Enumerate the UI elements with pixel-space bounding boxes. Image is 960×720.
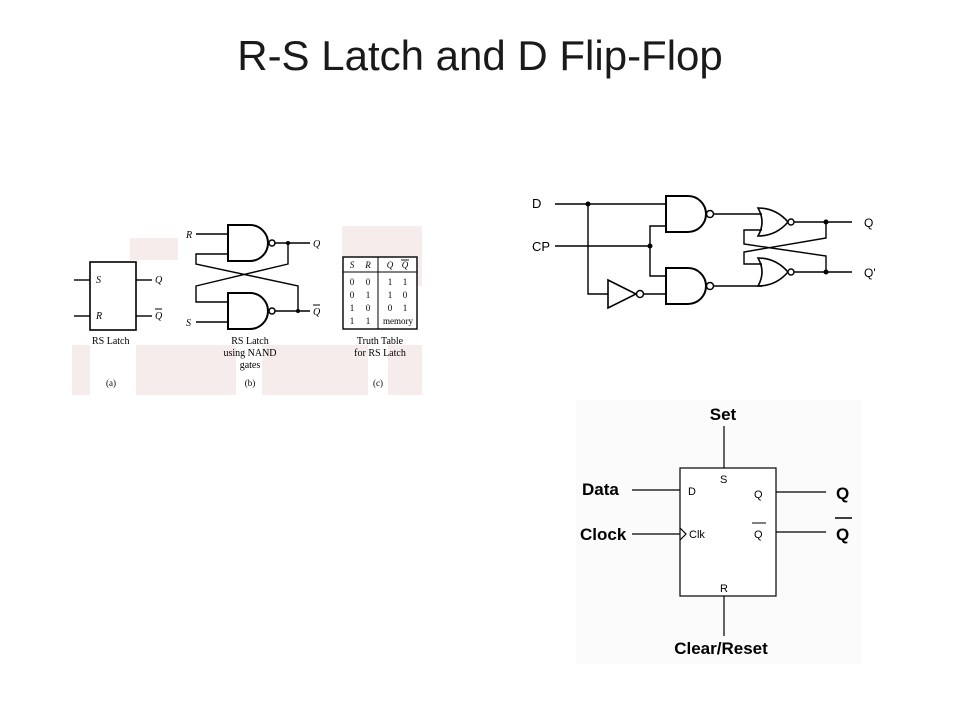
dff-box [679, 467, 777, 597]
nand-gate-lower [665, 267, 707, 305]
bubble-upper [705, 209, 715, 219]
truth-table-box [342, 256, 418, 330]
label-clock: Clock [580, 525, 627, 544]
cell: 1 [388, 277, 393, 287]
th-q: Q [387, 260, 394, 270]
rs-latch-nand-b: R S Q Q RS Latch using NAND gates (b) [185, 224, 321, 388]
wire-d-to-inverter [587, 204, 608, 295]
tag-c: (c) [373, 378, 383, 388]
cell: 0 [366, 303, 371, 313]
d-latch-circuit: D CP Q Q' [532, 195, 876, 310]
scan-gap-c [368, 345, 388, 395]
wire-cp-upper [649, 225, 666, 246]
label-qbar: Q [155, 311, 163, 322]
label-q: Q [155, 275, 163, 286]
tag-a: (a) [106, 378, 116, 388]
cell: 1 [388, 290, 393, 300]
pin-clk: Clk [689, 529, 705, 541]
label-data: Data [582, 480, 619, 499]
rs-latch-figure: S R Q Q RS Latch (a) R S [72, 224, 422, 395]
cell: 0 [388, 303, 393, 313]
rs-latch-block-a: S R Q Q RS Latch (a) [74, 261, 163, 388]
label-r-b: R [185, 230, 192, 241]
nand-gate-top [227, 224, 269, 262]
caption-c-1: Truth Table [357, 336, 404, 347]
bubble-or-upper [787, 218, 795, 226]
cell: 1 [403, 277, 408, 287]
label-s-b: S [186, 318, 191, 329]
cell: 0 [403, 290, 408, 300]
cell: 1 [403, 303, 408, 313]
label-reset: Clear/Reset [674, 639, 768, 658]
or-gate-upper [757, 207, 789, 237]
clock-edge-triangle [679, 527, 687, 541]
cell: 1 [366, 316, 371, 326]
label-q-out: Q [836, 484, 849, 503]
label-r: R [95, 311, 102, 322]
scan-bg-left [130, 238, 178, 260]
caption-b-1: RS Latch [231, 336, 269, 347]
scan-gap-b [236, 345, 262, 395]
label-cp: CP [532, 239, 550, 254]
th-s: S [350, 260, 355, 270]
pin-s: S [720, 474, 727, 486]
bubble-bottom [268, 307, 276, 315]
caption-a: RS Latch [92, 336, 130, 347]
pin-qbar: Q [754, 529, 763, 541]
bubble-top [268, 239, 276, 247]
d-flip-flop-block: D S Q Q Clk R Set Data Clock Q Q Clear/R… [576, 400, 862, 664]
cell-memory: memory [383, 316, 413, 326]
slide-title: R-S Latch and D Flip-Flop [237, 32, 723, 79]
rs-block-box [89, 261, 137, 331]
label-qbar-out: Q [836, 525, 849, 544]
label-d: D [532, 196, 541, 211]
pin-q: Q [754, 489, 763, 501]
feedback-qprime [743, 229, 827, 272]
caption-c-2: for RS Latch [354, 348, 406, 359]
or-gate-lower [757, 257, 789, 287]
bubble-or-lower [787, 268, 795, 276]
label-set: Set [710, 405, 737, 424]
feedback-q [743, 222, 827, 265]
cell: 1 [350, 316, 355, 326]
nand-gate-upper [665, 195, 707, 233]
th-qbar: Q [402, 260, 409, 270]
cell: 1 [350, 303, 355, 313]
cell: 0 [350, 290, 355, 300]
label-qbar-b: Q [313, 307, 321, 318]
cell: 1 [366, 290, 371, 300]
feedback-qbar-to-top [195, 253, 299, 311]
cell: 0 [350, 277, 355, 287]
label-q: Q [864, 216, 873, 230]
pin-d: D [688, 486, 696, 498]
label-q-b: Q [313, 239, 321, 250]
wire-cp-lower [649, 246, 666, 277]
caption-b-2: using NAND [223, 348, 276, 359]
th-r: R [364, 260, 371, 270]
nand-gate-bottom [227, 292, 269, 330]
inverter-gate [607, 278, 638, 310]
truth-table-c: S R Q Q 0 0 1 1 0 1 1 0 1 0 0 1 1 1 memo… [342, 256, 418, 388]
label-qprime: Q' [864, 266, 876, 280]
bubble-lower [705, 281, 715, 291]
caption-b-3: gates [240, 360, 261, 371]
pin-r: R [720, 583, 728, 595]
inverter-bubble [635, 289, 645, 299]
scan-gap-a [90, 345, 136, 395]
tag-b: (b) [245, 378, 256, 388]
label-s: S [96, 275, 101, 286]
cell: 0 [366, 277, 371, 287]
feedback-q-to-bottom [195, 243, 289, 303]
